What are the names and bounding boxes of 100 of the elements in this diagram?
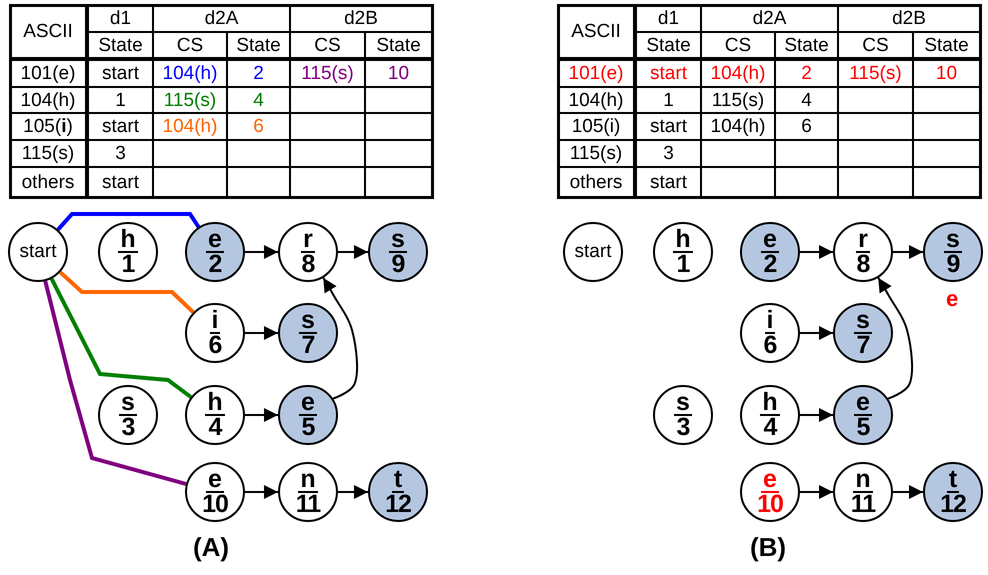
table-cell: 10 bbox=[913, 60, 980, 87]
table-cell: 4 bbox=[775, 87, 838, 113]
table-cell: others bbox=[10, 167, 88, 197]
state-letter: h bbox=[673, 228, 693, 253]
arrow bbox=[893, 485, 923, 499]
state-letter: h bbox=[205, 390, 225, 416]
state-number: 10 bbox=[757, 492, 783, 516]
table-cell: start bbox=[636, 113, 701, 140]
table-cell: start bbox=[636, 167, 701, 197]
state-label: start bbox=[574, 241, 612, 263]
state-letter: e bbox=[206, 228, 224, 253]
state-number: 5 bbox=[856, 416, 870, 440]
state-number: 3 bbox=[676, 416, 690, 440]
connector-line bbox=[43, 280, 187, 486]
table-cell: 104(h) bbox=[10, 87, 88, 113]
state-letter: e bbox=[854, 390, 872, 416]
table-cell: 115(s) bbox=[558, 140, 636, 167]
state-number: 1 bbox=[122, 252, 134, 276]
table-cell: 2 bbox=[227, 60, 290, 87]
arrow bbox=[245, 326, 278, 340]
arrow bbox=[877, 277, 914, 400]
arrow bbox=[245, 245, 278, 259]
state-letter: t bbox=[946, 468, 960, 493]
table-cell: 115(s) bbox=[290, 60, 365, 87]
table-cell: 101(e) bbox=[10, 60, 88, 87]
table-cell: 104(h) bbox=[558, 87, 636, 113]
state-number: 10 bbox=[202, 492, 228, 516]
connector-line bbox=[50, 278, 192, 399]
state-number: 2 bbox=[208, 252, 222, 276]
state-letter: s bbox=[299, 308, 317, 334]
table-cell: 2 bbox=[775, 60, 838, 87]
state-number: 6 bbox=[764, 334, 776, 358]
arrow bbox=[800, 326, 833, 340]
table-cell: 105(i) bbox=[10, 113, 88, 140]
state-letter: s bbox=[944, 228, 962, 253]
state-letter: s bbox=[389, 228, 407, 253]
panel-caption: (B) bbox=[750, 532, 786, 563]
arrow bbox=[245, 408, 278, 422]
state-number: 2 bbox=[764, 252, 776, 276]
table-cell: ASCII bbox=[10, 5, 88, 60]
table-cell: 104(h) bbox=[153, 60, 227, 87]
state-letter: s bbox=[854, 308, 872, 334]
table-cell: 3 bbox=[636, 140, 701, 167]
table-cell: 6 bbox=[227, 113, 290, 140]
table-cell: 115(s) bbox=[153, 87, 227, 113]
table-cell: 115(s) bbox=[838, 60, 913, 87]
state-letter: e bbox=[761, 468, 779, 493]
table-cell: 115(s) bbox=[701, 87, 775, 113]
table-cell: 104(h) bbox=[153, 113, 227, 140]
state-number: 3 bbox=[122, 416, 134, 440]
table-cell: CS bbox=[153, 32, 227, 60]
output-letter: e bbox=[946, 286, 958, 312]
state-letter: h bbox=[118, 228, 138, 253]
state-letter: e bbox=[299, 390, 317, 416]
state-letter: e bbox=[206, 468, 224, 493]
table-cell: State bbox=[913, 32, 980, 60]
state-letter: i bbox=[210, 308, 220, 334]
state-letter: h bbox=[760, 390, 780, 416]
arrow bbox=[800, 245, 833, 259]
table-cell: 3 bbox=[88, 140, 153, 167]
state-number: 5 bbox=[302, 416, 314, 440]
arrow bbox=[800, 485, 833, 499]
state-number: 7 bbox=[856, 334, 870, 358]
state-letter: t bbox=[392, 468, 404, 493]
arrow bbox=[893, 245, 923, 259]
table-cell: 104(h) bbox=[701, 113, 775, 140]
state-number: 11 bbox=[296, 492, 320, 516]
arrow bbox=[800, 408, 833, 422]
table-cell: start bbox=[88, 167, 153, 197]
connector-line bbox=[56, 212, 200, 231]
table-cell: CS bbox=[838, 32, 913, 60]
state-number: 11 bbox=[850, 492, 876, 516]
table-cell: d2B bbox=[838, 5, 980, 32]
table-cell: others bbox=[558, 167, 636, 197]
table-cell: d1 bbox=[636, 5, 701, 32]
state-letter: n bbox=[298, 468, 318, 493]
state-number: 12 bbox=[940, 492, 966, 516]
arrow bbox=[322, 277, 358, 400]
table-cell: 4 bbox=[227, 87, 290, 113]
table-cell: State bbox=[365, 32, 432, 60]
table-cell: d2A bbox=[153, 5, 290, 32]
state-number: 1 bbox=[676, 252, 690, 276]
arrow bbox=[338, 485, 368, 499]
state-number: 4 bbox=[764, 416, 776, 440]
table-cell: ASCII bbox=[558, 5, 636, 60]
connector-line bbox=[58, 270, 195, 314]
state-letter: r bbox=[856, 228, 870, 253]
table-cell: State bbox=[636, 32, 701, 60]
state-letter: i bbox=[764, 308, 776, 334]
state-letter: s bbox=[674, 390, 692, 416]
state-number: 12 bbox=[385, 492, 411, 516]
table-cell: 10 bbox=[365, 60, 432, 87]
table-cell: start bbox=[636, 60, 701, 87]
table-cell: start bbox=[88, 113, 153, 140]
table-cell: 105(i) bbox=[558, 113, 636, 140]
state-number: 8 bbox=[302, 252, 314, 276]
state-number: 8 bbox=[856, 252, 870, 276]
arrow bbox=[338, 245, 368, 259]
table-cell: 115(s) bbox=[10, 140, 88, 167]
table-cell: d2A bbox=[701, 5, 838, 32]
